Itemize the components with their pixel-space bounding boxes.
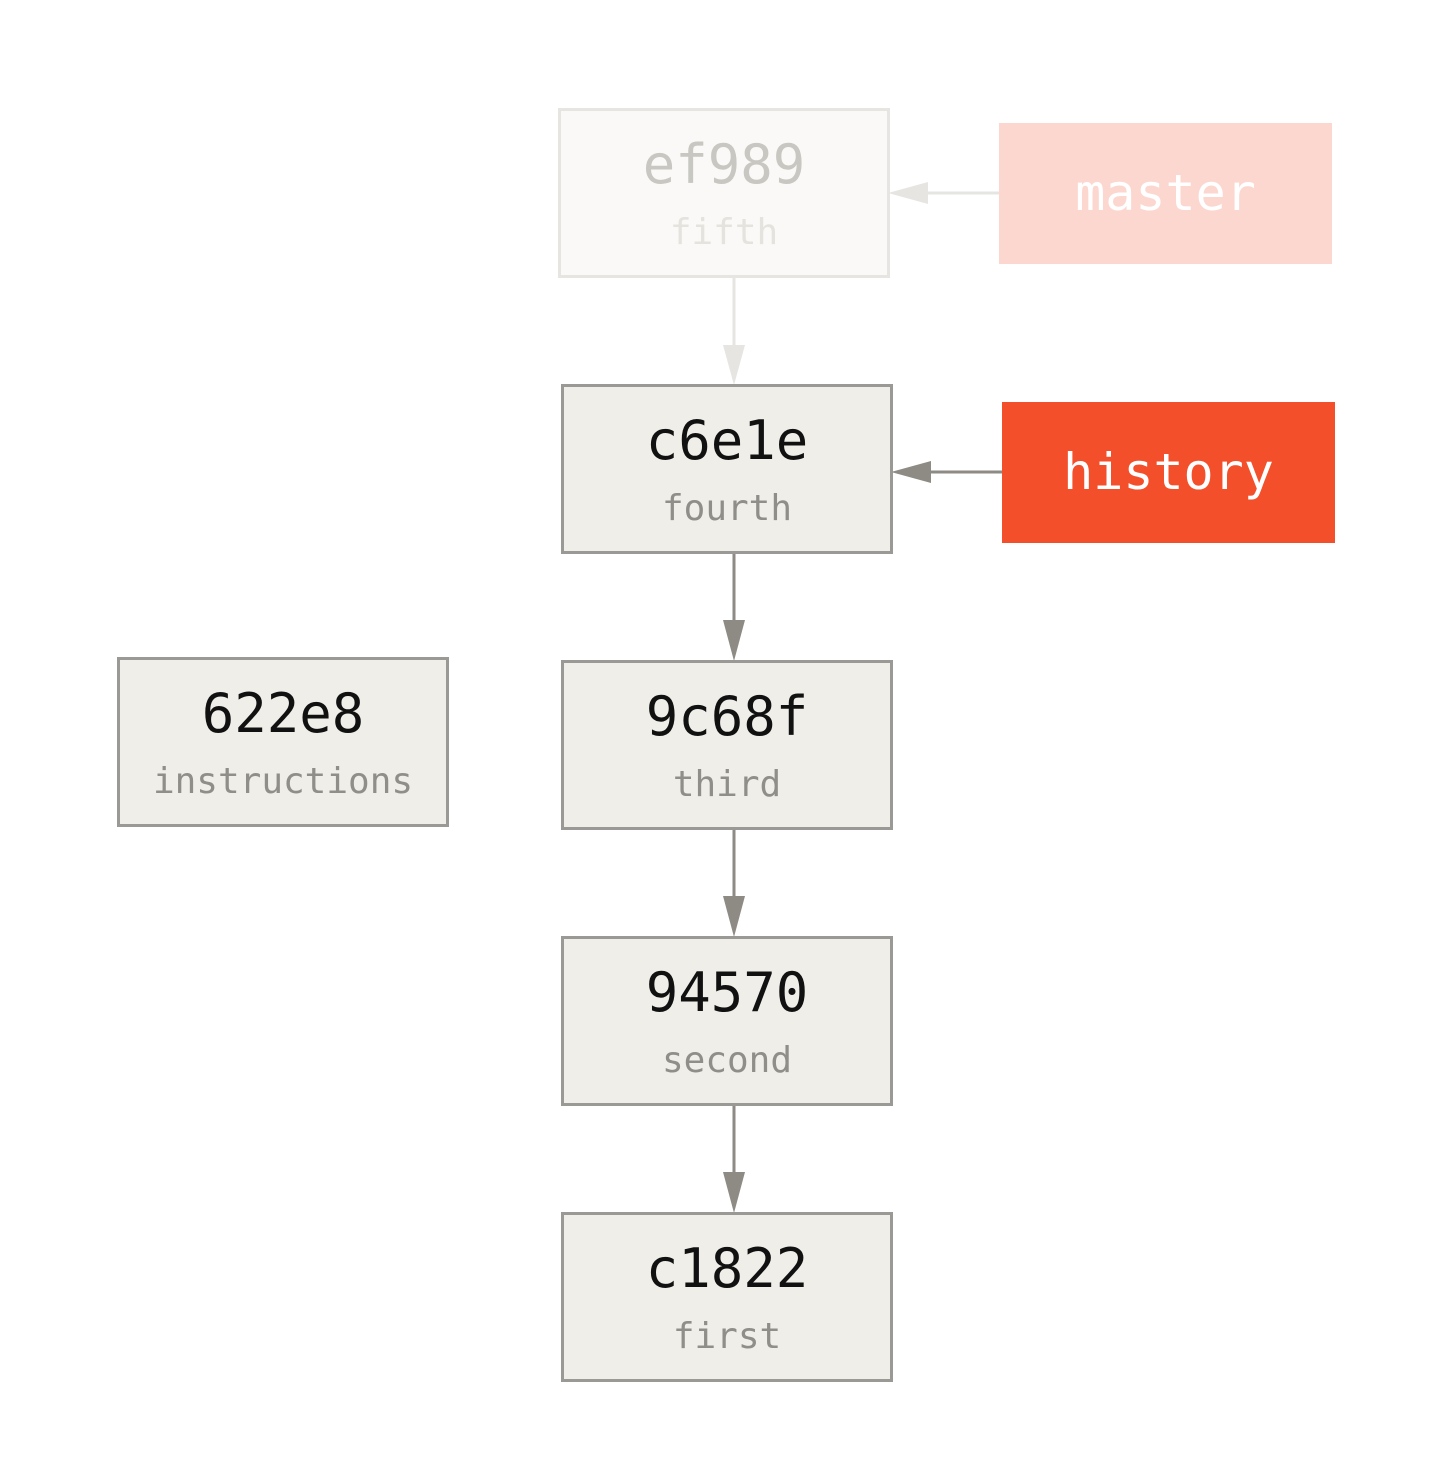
commit-message: third [672, 764, 782, 805]
commit-message: fifth [669, 212, 779, 253]
commit-hash: c6e1e [645, 409, 809, 472]
arrow-9c68f-to-94570 [723, 830, 745, 937]
commit-message: instructions [152, 761, 414, 802]
commit-hash: 94570 [645, 961, 809, 1024]
arrow-c6e1e-to-9c68f [723, 554, 745, 661]
commit-94570[interactable]: 94570 second [561, 936, 893, 1106]
arrow-master-to-ef989 [888, 182, 999, 204]
arrow-history-to-c6e1e [891, 461, 1002, 483]
commit-hash: c1822 [645, 1237, 809, 1300]
arrow-ef989-to-c6e1e [723, 278, 745, 385]
commit-hash: 622e8 [201, 682, 365, 745]
commit-message: second [661, 1040, 793, 1081]
commit-c1822[interactable]: c1822 first [561, 1212, 893, 1382]
commit-622e8[interactable]: 622e8 instructions [117, 657, 449, 827]
commit-message: fourth [661, 488, 793, 529]
commit-c6e1e[interactable]: c6e1e fourth [561, 384, 893, 554]
commit-hash: 9c68f [645, 685, 809, 748]
commit-message: first [672, 1316, 782, 1357]
branch-history[interactable]: history [1002, 402, 1335, 543]
arrow-94570-to-c1822 [723, 1106, 745, 1213]
branch-master[interactable]: master [999, 123, 1332, 264]
commit-ef989[interactable]: ef989 fifth [558, 108, 890, 278]
branch-label: master [1075, 164, 1256, 222]
commit-hash: ef989 [642, 133, 806, 196]
branch-label: history [1063, 443, 1274, 501]
commit-9c68f[interactable]: 9c68f third [561, 660, 893, 830]
